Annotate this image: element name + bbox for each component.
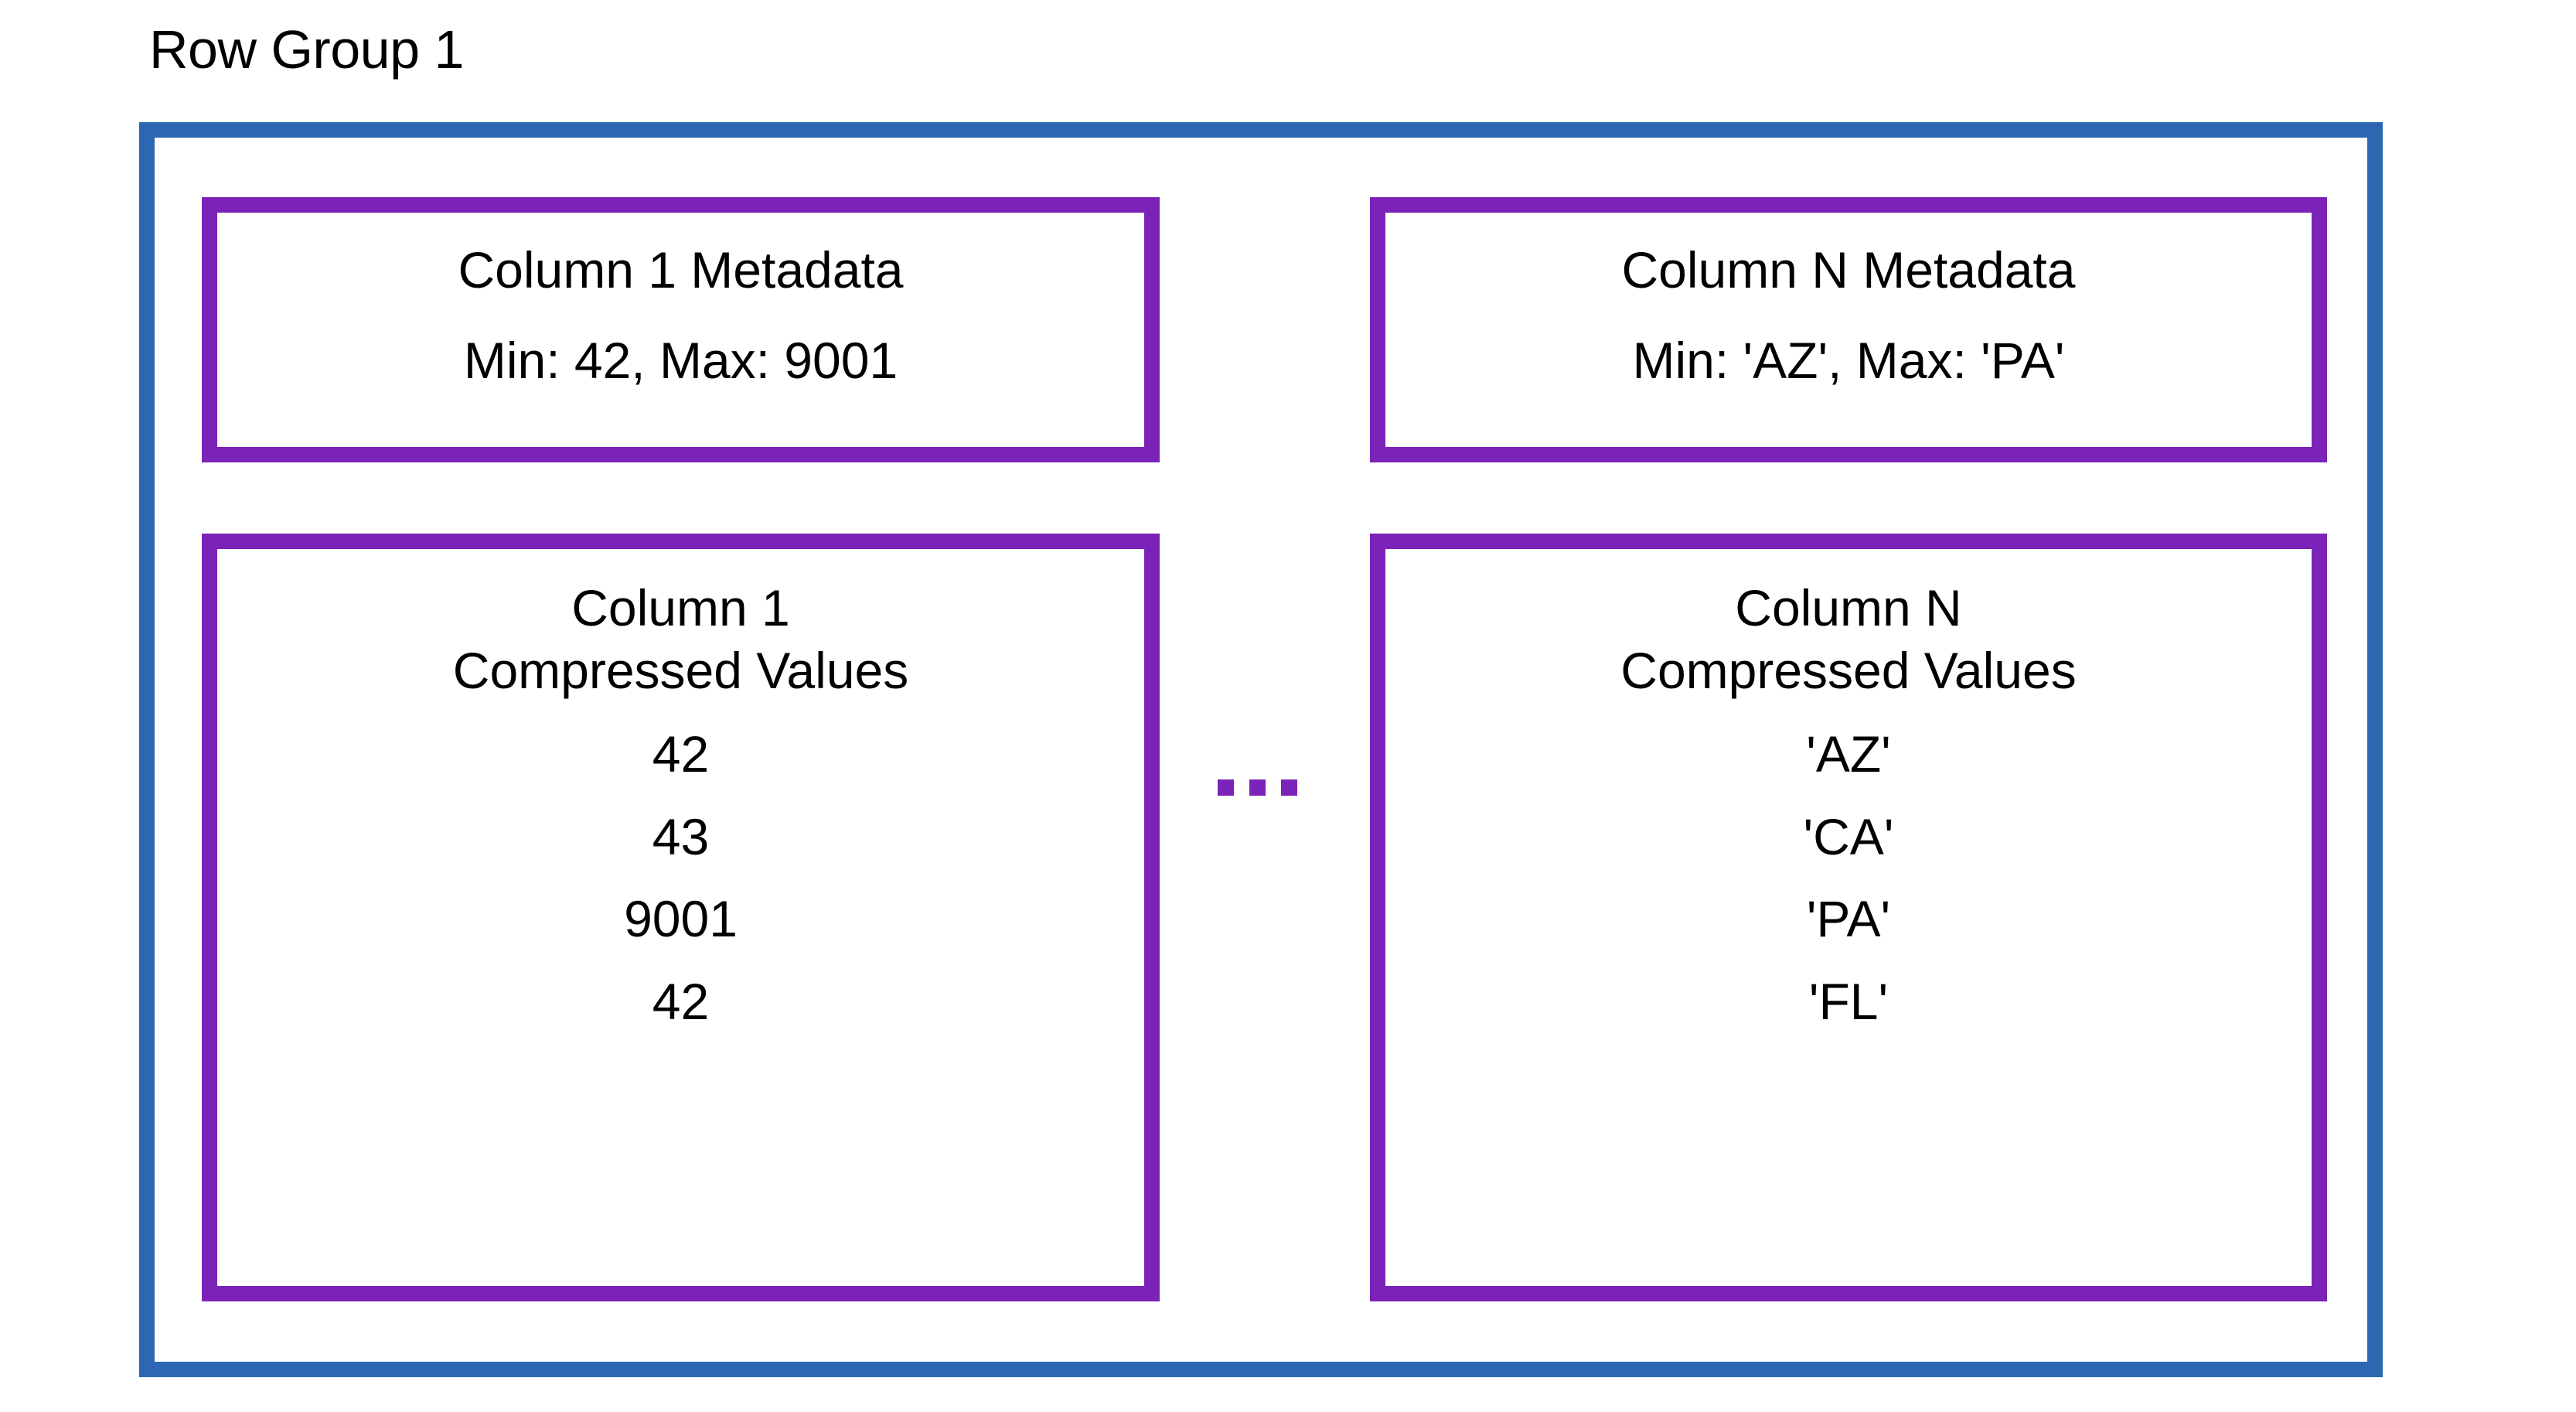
column-1-value-list: 42 43 9001 42 <box>624 726 738 1029</box>
column-n-value-list: 'AZ' 'CA' 'PA' 'FL' <box>1804 726 1894 1029</box>
column-n-metadata-title: Column N Metadata <box>1621 241 2076 298</box>
ellipsis-dot-icon <box>1218 779 1234 796</box>
column-1-data-title: Column 1 Compressed Values <box>452 579 909 699</box>
list-item: 'PA' <box>1806 890 1891 948</box>
column-n-data-title: Column N Compressed Values <box>1620 579 2077 699</box>
list-item: 'AZ' <box>1806 725 1891 783</box>
list-item: 43 <box>652 807 710 865</box>
ellipsis-icon <box>1218 779 1297 796</box>
column-1-metadata-stats: Min: 42, Max: 9001 <box>463 331 898 389</box>
ellipsis-dot-icon <box>1249 779 1266 796</box>
column-1-metadata-title: Column 1 Metadata <box>458 241 904 298</box>
ellipsis-dot-icon <box>1281 779 1297 796</box>
list-item: 'FL' <box>1808 972 1889 1030</box>
column-n-metadata-stats: Min: 'AZ', Max: 'PA' <box>1632 331 2065 389</box>
list-item: 42 <box>652 972 710 1030</box>
list-item: 'CA' <box>1803 807 1894 865</box>
column-n-metadata-box: Column N Metadata Min: 'AZ', Max: 'PA' <box>1370 197 2327 462</box>
column-n-data-box: Column N Compressed Values 'AZ' 'CA' 'PA… <box>1370 534 2327 1301</box>
row-group-title: Row Group 1 <box>149 19 464 80</box>
column-1-data-box: Column 1 Compressed Values 42 43 9001 42 <box>202 534 1160 1301</box>
list-item: 42 <box>652 725 710 783</box>
list-item: 9001 <box>624 890 738 948</box>
column-1-metadata-box: Column 1 Metadata Min: 42, Max: 9001 <box>202 197 1160 462</box>
